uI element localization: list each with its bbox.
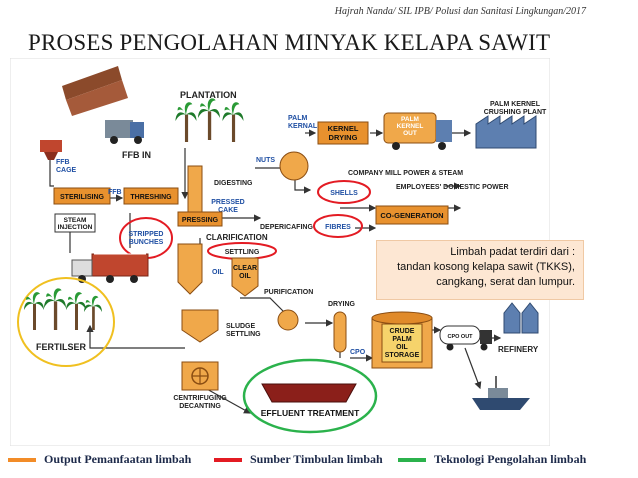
legend-item-source: Sumber Timbulan limbah (214, 452, 383, 467)
threshing-box (123, 187, 179, 205)
effluent-treatment-label: EFFLUENT TREATMENT (261, 408, 360, 418)
depericafing-label: DEPERICAFING (260, 224, 313, 231)
fertilser-highlight (17, 277, 115, 367)
legend-swatch-output (8, 457, 36, 462)
sterilising-box (53, 187, 111, 205)
pressing-label: PRESSING (182, 217, 219, 224)
refinery-label: REFINERY (498, 345, 539, 354)
fibres-highlight (313, 214, 363, 238)
cpo-out-label: CPO OUT (447, 334, 473, 340)
refinery-icon (503, 302, 539, 334)
kernel-truck-icon (383, 112, 452, 150)
digester-column (187, 165, 203, 219)
legend-item-output: Output Pemanfaatan limbah (8, 452, 191, 467)
legend-swatch-source (214, 457, 242, 462)
effluent-highlight (242, 358, 378, 434)
cpo-tanker-icon (439, 325, 492, 351)
note-line-2: tandan kosong kelapa sawit (TKKS), (397, 261, 575, 273)
kernel-drying-box (317, 121, 369, 145)
solid-waste-note: Limbah padat terdiri dari : tandan koson… (376, 240, 584, 300)
digesting-label: DIGESTING (214, 180, 253, 187)
slide-title: PROSES PENGOLAHAN MINYAK KELAPA SAWIT (28, 30, 551, 55)
nuts-separator (279, 151, 309, 181)
legend-label-technology: Teknologi Pengolahan limbah (434, 452, 587, 466)
fertilser-label: FERTILSER (36, 342, 87, 352)
sludge-tank (181, 309, 219, 343)
fibres-label: FIBRES (325, 224, 351, 231)
purifier (277, 309, 299, 331)
settling-tank (177, 243, 203, 295)
cpo-storage-icon (371, 311, 433, 369)
drying-label: DRYING (328, 301, 356, 308)
steam-injection-box (54, 213, 96, 233)
author-credit: Hajrah Nanda/ SIL IPB/ Polusi dan Sanita… (334, 6, 586, 17)
legend-item-technology: Teknologi Pengolahan limbah (398, 452, 586, 467)
co-generation-box (375, 205, 449, 225)
cpo-label: CPO (350, 349, 366, 356)
shells-highlight (317, 180, 371, 204)
ship-icon (472, 376, 530, 410)
nuts-label: NUTS (256, 157, 275, 164)
note-line-3: cangkang, serat dan lumpur. (436, 276, 575, 288)
purification-label: PURIFICATION (264, 289, 313, 296)
effluent-pond (261, 383, 357, 403)
note-line-1: Limbah padat terdiri dari : (450, 246, 575, 258)
plantation-label: PLANTATION (180, 90, 237, 100)
threshing-label: THRESHING (130, 194, 172, 201)
bunch-truck-icon (71, 253, 149, 283)
legend-swatch-technology (398, 457, 426, 462)
crushing-plant-icon (475, 115, 537, 149)
pressing-box (177, 211, 223, 227)
settling-label: SETTLING (225, 249, 260, 256)
clear-oil-tank (231, 257, 259, 297)
ffb-truck-icon (40, 66, 144, 160)
legend: Output Pemanfaatan limbah Sumber Timbula… (0, 452, 638, 474)
oil-label: OIL (212, 269, 224, 276)
shells-label: SHELLS (330, 190, 358, 197)
co-generation-label: CO-GENERATION (380, 211, 443, 220)
ffb-in-label: FFB IN (122, 150, 151, 160)
vacuum-dryer (333, 311, 347, 353)
clarification-label: CLARIFICATION (206, 233, 268, 242)
plantation-palms (175, 98, 244, 142)
legend-label-output: Output Pemanfaatan limbah (44, 452, 192, 466)
ffb-label: FFB (108, 189, 122, 196)
employees-power-label: EMPLOYEES' DOMESTIC POWER (396, 184, 509, 191)
sterilising-label: STERILISING (60, 194, 105, 201)
legend-label-source: Sumber Timbulan limbah (250, 452, 383, 466)
company-mill-label: COMPANY MILL POWER & STEAM (348, 170, 463, 177)
